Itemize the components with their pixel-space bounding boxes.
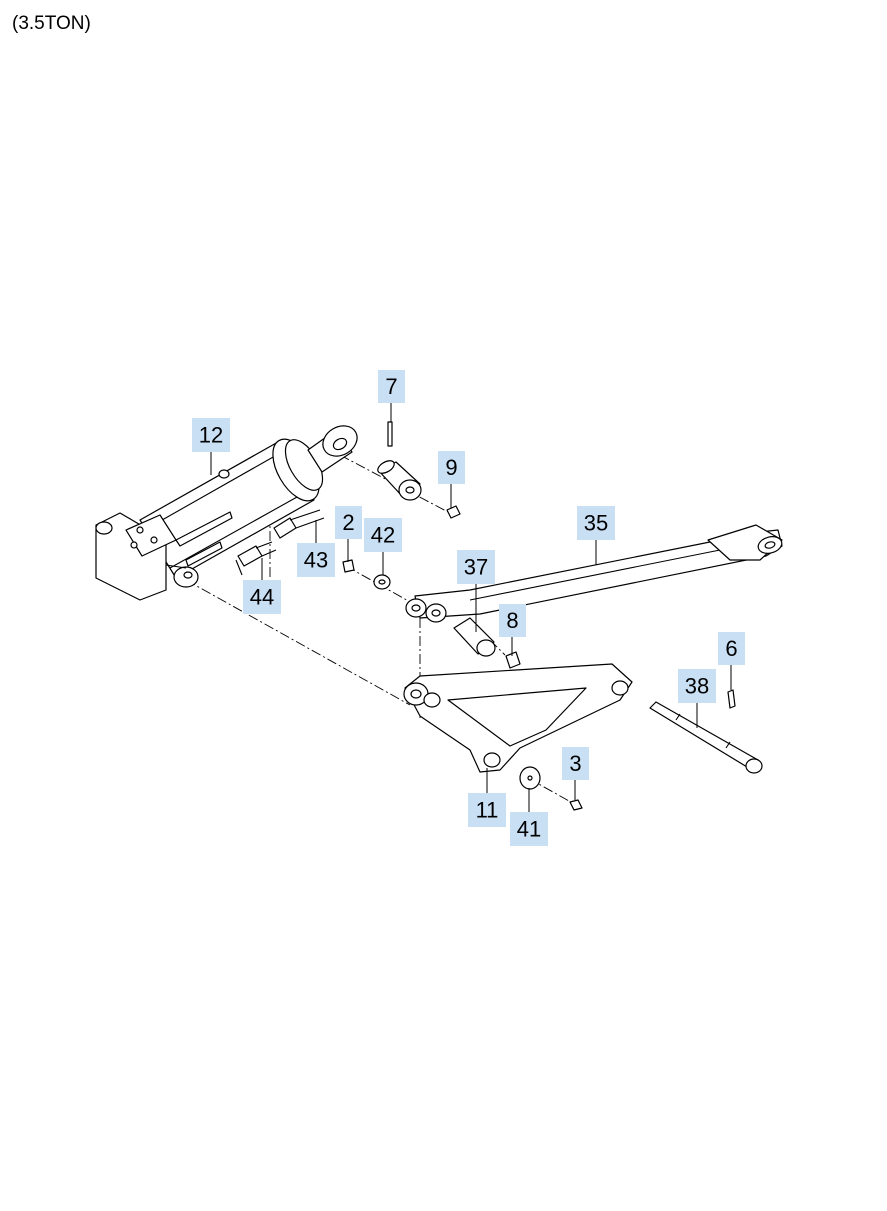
svg-text:9: 9 xyxy=(445,455,457,480)
svg-text:42: 42 xyxy=(371,523,395,548)
callout-12: 12 xyxy=(192,418,230,452)
cotter-pin-6 xyxy=(727,689,736,709)
pivot-pin xyxy=(377,460,422,501)
svg-text:44: 44 xyxy=(250,585,274,610)
callout-35: 35 xyxy=(577,506,615,540)
svg-text:37: 37 xyxy=(464,555,488,580)
callout-41: 41 xyxy=(510,812,548,846)
callout-38: 38 xyxy=(678,669,716,703)
long-pin-38 xyxy=(649,701,763,774)
svg-text:12: 12 xyxy=(199,423,223,448)
callout-8: 8 xyxy=(499,604,526,637)
callout-43: 43 xyxy=(297,543,335,577)
pin-37 xyxy=(453,617,496,657)
callout-3: 3 xyxy=(562,747,589,780)
svg-text:8: 8 xyxy=(506,608,518,633)
bolt-9 xyxy=(446,505,461,519)
bellcrank xyxy=(403,663,633,773)
bolt-2 xyxy=(342,559,355,573)
svg-text:41: 41 xyxy=(517,817,541,842)
fitting-44 xyxy=(235,541,277,576)
callout-2: 2 xyxy=(335,506,362,539)
svg-text:35: 35 xyxy=(584,511,608,536)
svg-text:38: 38 xyxy=(685,674,709,699)
callout-9: 9 xyxy=(438,451,465,484)
nipple-8 xyxy=(505,651,521,669)
callout-7: 7 xyxy=(378,370,405,403)
callout-6: 6 xyxy=(718,632,745,665)
svg-text:3: 3 xyxy=(569,751,581,776)
svg-text:2: 2 xyxy=(342,510,354,535)
callout-42: 42 xyxy=(364,518,402,552)
callout-44: 44 xyxy=(243,580,281,614)
page-title: (3.5TON) xyxy=(12,13,91,34)
hydraulic-cylinder xyxy=(95,425,358,601)
callout-37: 37 xyxy=(457,550,495,584)
svg-text:43: 43 xyxy=(304,548,328,573)
svg-text:11: 11 xyxy=(476,798,499,823)
fitting-43 xyxy=(273,509,325,539)
svg-text:7: 7 xyxy=(385,374,397,399)
bolt-3 xyxy=(569,799,583,811)
svg-text:6: 6 xyxy=(725,636,737,661)
leader-lines xyxy=(210,403,732,812)
callout-11: 11 xyxy=(468,793,506,827)
link-arm xyxy=(405,524,783,623)
cotter-pin-7 xyxy=(387,421,393,447)
